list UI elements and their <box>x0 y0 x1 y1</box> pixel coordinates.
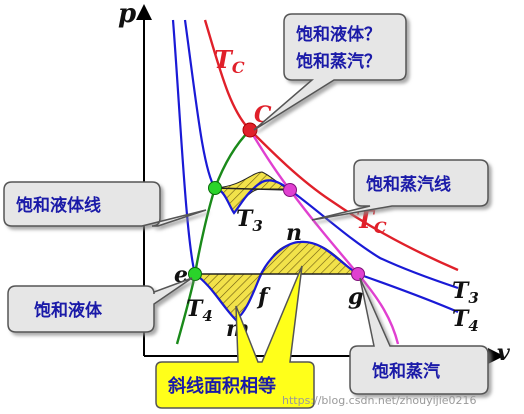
label-t3-left: T3 <box>236 206 263 235</box>
sat-vapor-t3-marker <box>283 183 297 197</box>
callout-sat-liquid-line-text: 饱和液体线 <box>16 195 101 216</box>
saturated-vapor-line <box>248 129 400 345</box>
callout-equal-areas <box>155 265 315 409</box>
callout-critical-question-line1: 饱和液体？ <box>296 24 381 45</box>
label-t4-right: T4 <box>452 306 479 335</box>
callout-sat-vapor-text: 饱和蒸汽 <box>372 361 440 382</box>
callout-critical-question-line2: 饱和蒸汽？ <box>296 51 381 72</box>
label-point-f: f <box>256 284 271 310</box>
critical-isotherm-curve <box>203 19 459 272</box>
label-point-g: g <box>348 284 363 310</box>
point-e-marker <box>188 267 202 281</box>
label-t3-right: T3 <box>452 278 479 307</box>
point-g-marker <box>351 267 365 281</box>
callout-sat-liquid <box>7 277 193 333</box>
critical-point-marker <box>242 122 258 138</box>
callout-equal-areas-text: 斜线面积相等 <box>167 375 276 397</box>
callout-sat-liquid-text: 饱和液体 <box>34 300 103 321</box>
hatch-area-t3-bottom <box>214 171 291 213</box>
x-axis-label: v <box>497 340 510 366</box>
y-axis-label: p <box>118 0 136 29</box>
watermark: https://blog.csdn.net/zhouyijie0216 <box>282 394 477 407</box>
callout-sat-liquid-line <box>3 181 207 227</box>
callout-sat-vapor <box>349 277 489 395</box>
callout-sat-vapor-line <box>311 159 489 221</box>
tie-line-t3 <box>214 187 291 191</box>
label-point-n: n <box>286 220 302 246</box>
isotherm-t3-curve <box>183 19 459 290</box>
callout-sat-vapor-line-text: 饱和蒸汽线 <box>366 174 451 195</box>
label-t4-left: T4 <box>186 296 213 325</box>
label-tc-right: TC <box>356 205 387 237</box>
callout-critical-question <box>253 13 407 131</box>
label-tc-top: TC <box>214 45 245 77</box>
saturated-liquid-line <box>175 129 251 345</box>
sat-liquid-t3-marker <box>208 181 222 195</box>
